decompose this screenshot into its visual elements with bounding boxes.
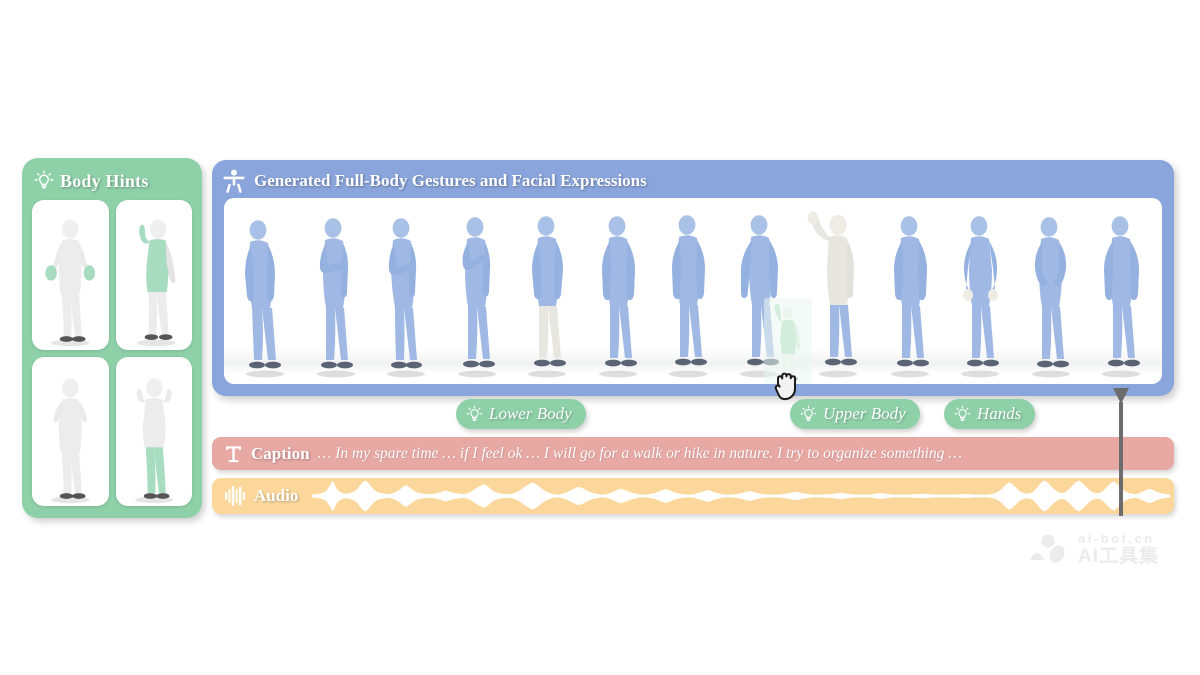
hint-pill-lower-body[interactable]: Lower Body xyxy=(456,399,586,429)
generated-figure-strip xyxy=(224,198,1162,384)
generated-panel-title: Generated Full-Body Gestures and Facial … xyxy=(254,171,647,190)
watermark-logo-icon xyxy=(1030,534,1065,563)
generated-figure-frame[interactable] xyxy=(585,208,651,380)
grabbing-hand-cursor xyxy=(772,368,802,402)
ghost-hint-figure xyxy=(774,304,800,382)
text-t-icon xyxy=(226,445,241,462)
hint-figure-upper-body xyxy=(136,219,176,347)
watermark: ai-bot.cn AI工具集 xyxy=(1028,526,1188,572)
hand-cursor-icon xyxy=(774,372,796,401)
caption-track-label: Caption xyxy=(251,443,310,463)
lightbulb-icon xyxy=(34,170,54,189)
hint-pill-label: Upper Body xyxy=(823,404,906,423)
hint-pill-label: Lower Body xyxy=(489,404,572,423)
generated-figure-frame[interactable] xyxy=(514,208,580,380)
generated-figure-frame[interactable] xyxy=(444,208,510,380)
hint-pill-label: Hands xyxy=(977,404,1022,423)
person-accessibility-icon xyxy=(223,169,245,193)
audio-waveform-svg xyxy=(312,480,1171,512)
audio-waveform[interactable] xyxy=(312,479,1174,513)
watermark-text: ai-bot.cn AI工具集 xyxy=(1078,532,1159,566)
generated-figure-frame[interactable] xyxy=(303,208,369,380)
hint-pill-hands[interactable]: Hands xyxy=(944,399,1036,429)
hint-figure-hands xyxy=(45,219,96,347)
lightbulb-icon xyxy=(800,405,817,421)
generated-figure-frame[interactable] xyxy=(877,208,943,380)
body-hint-thumbnail[interactable] xyxy=(115,200,192,350)
generated-figure-frame[interactable] xyxy=(947,208,1013,380)
hint-figure-plain xyxy=(51,377,90,503)
body-hint-thumbnail[interactable] xyxy=(32,356,109,506)
hint-pill-upper-body[interactable]: Upper Body xyxy=(790,399,920,429)
body-hints-title: Body Hints xyxy=(60,170,149,191)
generated-figure-frame[interactable] xyxy=(373,208,439,380)
caption-track-text: … In my spare time … if I feel ok … I wi… xyxy=(317,444,963,462)
audio-track[interactable]: Audio xyxy=(212,478,1174,514)
body-hint-thumbnail[interactable] xyxy=(115,356,192,506)
dragged-body-hint-ghost[interactable] xyxy=(764,298,812,384)
equalizer-icon xyxy=(225,486,245,506)
generated-gestures-panel: Generated Full-Body Gestures and Facial … xyxy=(212,160,1174,396)
body-hint-thumbnail[interactable] xyxy=(32,200,109,350)
generated-figure-frame[interactable] xyxy=(796,208,872,380)
generated-figures-canvas[interactable] xyxy=(224,198,1162,384)
lightbulb-icon xyxy=(954,405,971,421)
lightbulb-icon xyxy=(466,405,483,421)
body-hints-panel: Body Hints xyxy=(22,158,202,518)
body-hints-grid xyxy=(32,200,192,506)
watermark-domain: ai-bot.cn xyxy=(1078,531,1155,546)
caption-track[interactable]: Caption … In my spare time … if I feel o… xyxy=(212,437,1174,470)
body-hints-header: Body Hints xyxy=(22,166,202,196)
audio-track-label: Audio xyxy=(254,486,299,505)
generated-figure-frame[interactable] xyxy=(232,208,298,380)
watermark-brand: AI工具集 xyxy=(1078,546,1160,567)
generated-panel-header: Generated Full-Body Gestures and Facial … xyxy=(222,166,647,196)
hint-figure-lower-body xyxy=(134,377,173,503)
generated-figure-frame[interactable] xyxy=(1088,208,1154,380)
generated-figure-frame[interactable] xyxy=(1018,208,1084,380)
generated-figure-frame[interactable] xyxy=(655,208,721,380)
